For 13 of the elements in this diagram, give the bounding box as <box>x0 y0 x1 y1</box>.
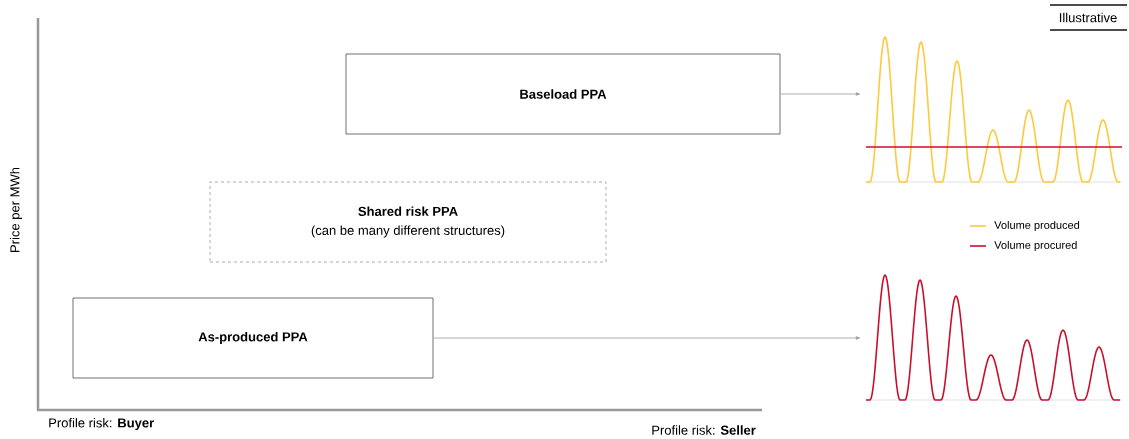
axis-label: Price per MWh <box>9 167 23 252</box>
tag-label: Illustrative <box>1049 4 1128 31</box>
chart-drawing <box>865 36 1123 183</box>
dashed-box: Shared risk PPA (can be many different structures) <box>209 181 607 263</box>
arrow <box>780 92 861 96</box>
legend-text: Volume produced <box>994 220 1080 232</box>
legend-text: Volume procured <box>994 240 1077 252</box>
axis-label: Profile risk: Buyer <box>49 417 154 431</box>
axis-label: Profile risk: Seller <box>652 425 756 435</box>
process-box: Baseload PPA <box>345 53 781 135</box>
chart-drawing <box>865 274 1123 401</box>
arrow <box>433 336 861 340</box>
process-box: As-produced PPA <box>72 297 434 379</box>
